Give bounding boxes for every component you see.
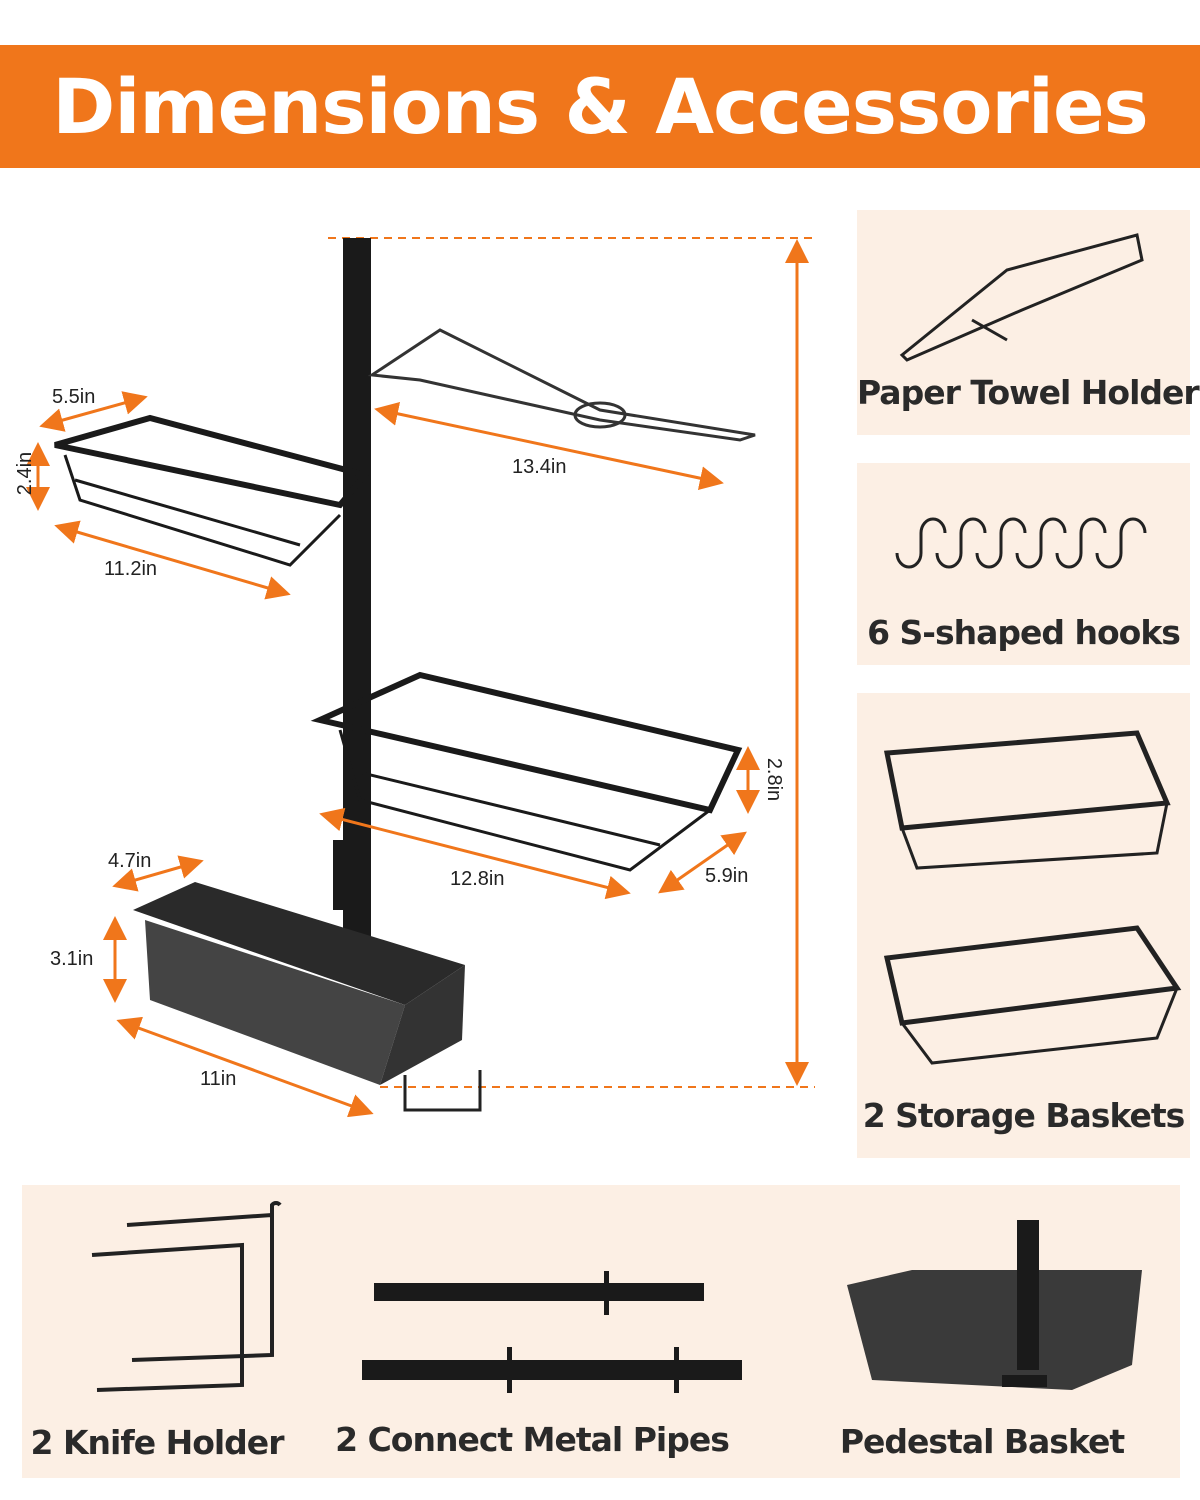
accessories-bottom-panel: 2 Knife Holder 2 Connect Metal Pipes Ped… [22, 1185, 1180, 1478]
dimension-label: 5.5in [52, 386, 96, 408]
top-basket-drawing [54, 414, 371, 567]
paper-towel-holder-drawing [367, 328, 756, 442]
dimension-arrows [26, 391, 760, 1118]
middle-basket-drawing [310, 671, 743, 872]
bottom-basket-drawing [133, 882, 482, 1112]
pedestal-basket-icon [847, 1220, 1142, 1390]
accessory-s-hooks: 6 S-shaped hooks [857, 463, 1190, 665]
accessory-label: Pedestal Basket [839, 1422, 1125, 1461]
dimension-label: 4.7in [108, 850, 152, 872]
knife-holder-icon [91, 1201, 282, 1392]
accessory-label: 2 Knife Holder [30, 1423, 285, 1462]
dimension-label: 13.4in [512, 456, 567, 478]
pole [333, 238, 371, 938]
accessory-label: 6 S-shaped hooks [867, 613, 1181, 652]
accessory-label: 2 Connect Metal Pipes [335, 1420, 730, 1459]
dimension-label: 2.8in [763, 757, 786, 802]
storage-basket-icon [883, 730, 1182, 1065]
paper-towel-holder-icon [899, 233, 1144, 362]
page-title: Dimensions & Accessories [52, 62, 1148, 151]
accessory-storage-baskets: 2 Storage Baskets [857, 693, 1190, 1158]
dimension-label: 5.9in [705, 865, 749, 887]
accessory-label: 2 Storage Baskets [862, 1096, 1186, 1135]
header-banner: Dimensions & Accessories [0, 45, 1200, 168]
s-hook-icon [895, 517, 1147, 569]
dimension-label: 12.8in [450, 868, 505, 890]
overall-height-dimension [328, 237, 815, 1088]
accessory-label: Paper Towel Holder [857, 373, 1200, 412]
dimension-label: 2.4in [14, 451, 37, 496]
dimension-label: 11in [200, 1068, 237, 1090]
dimension-label: 11.2in [104, 558, 158, 580]
dimension-label: 3.1in [50, 948, 94, 970]
accessory-paper-towel-holder: Paper Towel Holder [857, 210, 1200, 435]
metal-pipes-icon [362, 1271, 742, 1393]
